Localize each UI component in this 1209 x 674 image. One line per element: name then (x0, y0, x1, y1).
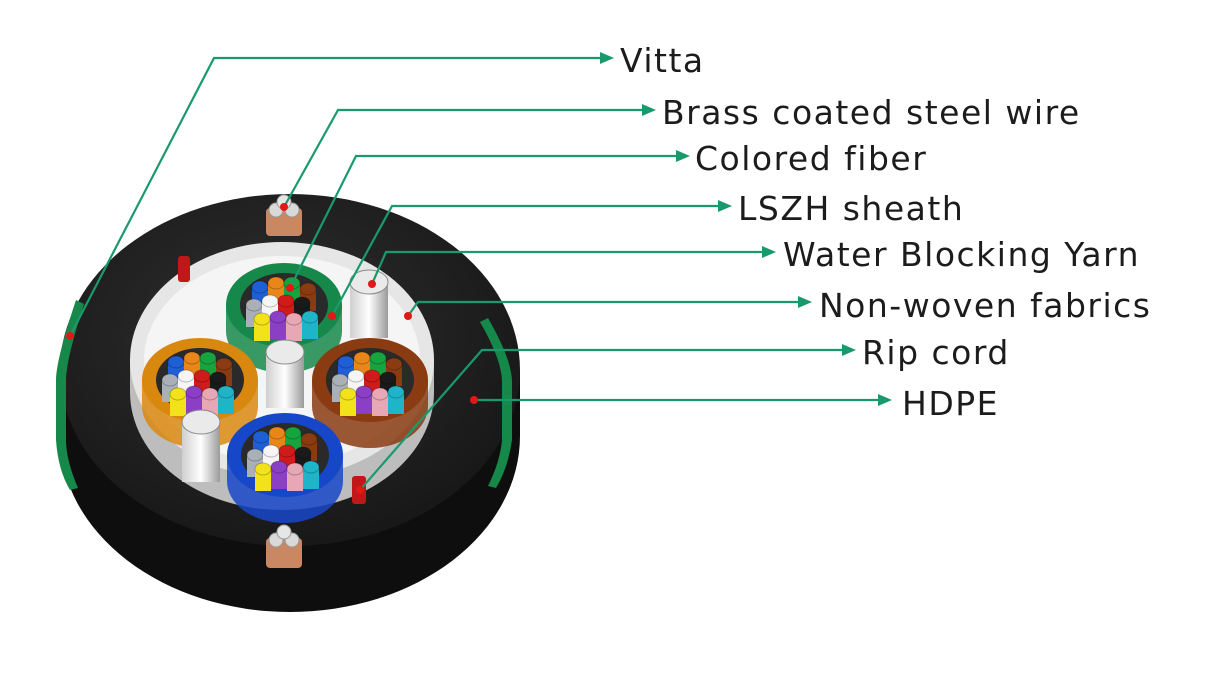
colored-fiber (270, 317, 286, 339)
leader-fiber-arrowhead (676, 150, 690, 162)
leader-hdpe-marker-dot (470, 396, 478, 404)
colored-fiber (286, 319, 302, 341)
colored-fiber (388, 392, 404, 414)
colored-fiber (372, 394, 388, 416)
colored-fiber (271, 467, 287, 489)
colored-fiber (356, 392, 372, 414)
leader-vitta-marker-dot (66, 332, 74, 340)
vitta-stripe (56, 300, 512, 490)
label-brass-coated-steel-wire: Brass coated steel wire (662, 93, 1081, 132)
colored-fiber (340, 394, 356, 416)
leader-fiber-line (289, 154, 682, 289)
leader-yarn-line (370, 250, 768, 285)
label-hdpe: HDPE (902, 384, 999, 423)
loose-tube-blue (227, 413, 343, 523)
leader-fabric-line (407, 300, 804, 317)
colored-fiber (255, 469, 271, 491)
loose-tube-orange (142, 338, 258, 448)
leader-fabric-marker-dot (404, 312, 412, 320)
label-rip-cord: Rip cord (862, 333, 1010, 372)
leader-vitta-arrowhead (600, 52, 614, 64)
colored-fiber (287, 469, 303, 491)
colored-fiber (254, 319, 270, 341)
leader-ripcord-line (359, 348, 848, 491)
loose-tube-brown (312, 338, 428, 448)
leader-yarn-marker-dot (368, 280, 376, 288)
leader-brass-marker-dot (280, 203, 288, 211)
rip-cord-top (178, 256, 190, 282)
label-colored-fiber: Colored fiber (695, 139, 928, 178)
leader-fiber-marker-dot (286, 284, 294, 292)
label-vitta: Vitta (620, 41, 705, 80)
leader-hdpe-arrowhead (878, 394, 892, 406)
leader-fabric-arrowhead (798, 296, 812, 308)
leader-ripcord-marker-dot (356, 486, 364, 494)
water-blocking-yarn-right (349, 269, 389, 338)
leader-brass-line (283, 108, 648, 208)
leader-lszh-marker-dot (328, 312, 336, 320)
leader-vitta-line (69, 56, 606, 337)
colored-fiber (302, 317, 318, 339)
colored-fiber (170, 394, 186, 416)
leader-ripcord-arrowhead (842, 344, 856, 356)
loose-tube-green (226, 263, 342, 373)
leader-brass-arrowhead (642, 104, 656, 116)
leader-lszh-line (331, 204, 724, 317)
water-blocking-yarn-left (181, 409, 221, 482)
colored-fiber (218, 392, 234, 414)
water-blocking-yarn-center (265, 339, 305, 408)
label-water-blocking-yarn: Water Blocking Yarn (783, 235, 1141, 274)
label-lszh-sheath: LSZH sheath (738, 189, 965, 228)
leader-lszh-arrowhead (718, 200, 732, 212)
brass-steel-wire-bottom (266, 524, 302, 568)
leader-yarn-arrowhead (762, 246, 776, 258)
colored-fiber (186, 392, 202, 414)
label-non-woven-fabrics: Non-woven fabrics (819, 286, 1152, 325)
colored-fiber (303, 467, 319, 489)
